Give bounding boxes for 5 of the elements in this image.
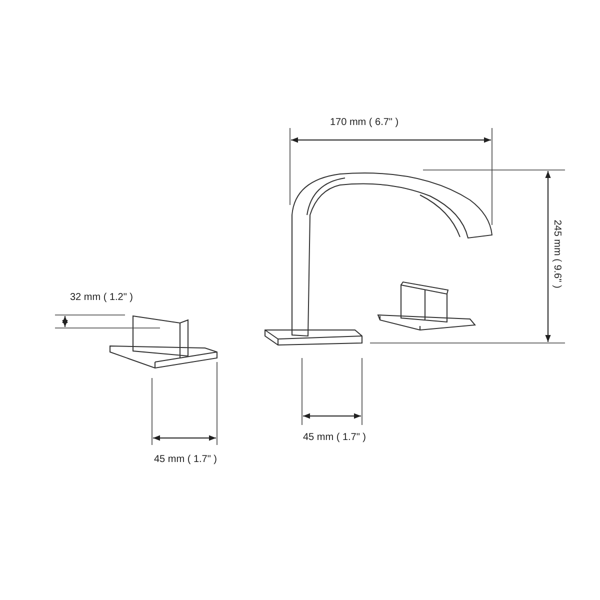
- dimension-label: 245 mm ( 9.6" ): [550, 220, 562, 288]
- dimension-label: 170 mm ( 6.7" ): [330, 117, 399, 129]
- dimension-label: 32 mm ( 1.2" ): [70, 292, 134, 304]
- dimension-label: 45 mm ( 1.7" ): [303, 432, 366, 444]
- dimension-label: 45 mm ( 1.7" ): [154, 454, 218, 466]
